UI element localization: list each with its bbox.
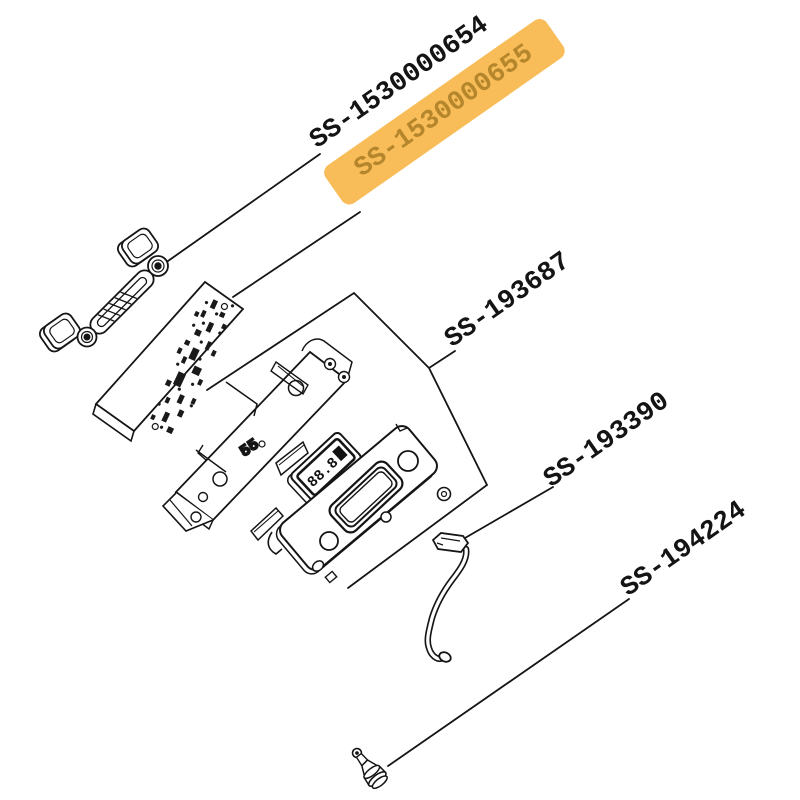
button-bar (89, 269, 155, 335)
button-assembly-drawing (38, 227, 169, 353)
panel-hole-top (397, 450, 419, 472)
button-top (120, 227, 160, 265)
panel-hole-bottom (319, 531, 339, 551)
cable-connector-head (431, 532, 470, 553)
display-icon-block (332, 445, 348, 462)
button-bottom (42, 312, 82, 350)
panel-tab-hole (436, 486, 452, 502)
cable-end-tip (438, 651, 452, 663)
probe-drawing (351, 747, 388, 790)
panel-window (328, 460, 404, 534)
leader-line-ss1530000655 (232, 211, 361, 298)
leader-lines (167, 153, 630, 767)
leader-bracket-ss193687 (206, 291, 489, 589)
leader-line-ss1530000654 (167, 153, 321, 262)
gasket-strips-drawing (249, 440, 309, 542)
button-hinge-top (147, 255, 169, 277)
front-panel-drawing (267, 423, 452, 584)
leader-line-ss194224 (387, 598, 630, 767)
button-hinge-bottom (76, 326, 98, 348)
pcb-components (150, 299, 235, 435)
support-frame-drawing: 55 (161, 338, 353, 532)
cable-drawing (424, 532, 470, 663)
pcb-board-drawing (92, 280, 245, 443)
leader-line-ss193390 (464, 486, 554, 539)
